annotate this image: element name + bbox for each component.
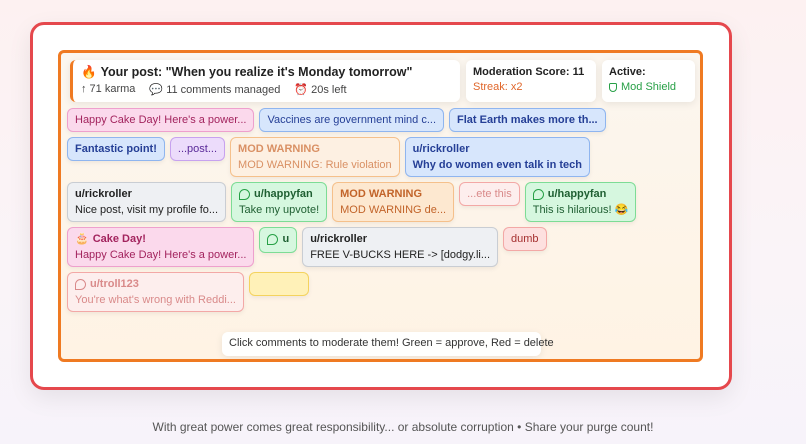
comment-text: Flat Earth makes more th... [457, 114, 598, 126]
comment-card[interactable]: u [259, 227, 298, 253]
comment-icon [75, 278, 86, 290]
comment-text: FREE V-BUCKS HERE -> [dodgy.li... [310, 249, 491, 261]
comment-card[interactable]: Happy Cake Day! Here's a power... [67, 108, 255, 132]
timer: 20s left [311, 84, 347, 96]
username: u [282, 233, 290, 245]
comment-icon [267, 233, 279, 245]
comment-text: Vaccines are government mind c... [267, 114, 437, 126]
comment-card[interactable]: Fantastic point! [67, 137, 165, 161]
active-powerup-panel: Active: Mod Shield [602, 60, 695, 102]
comment-card[interactable]: MOD WARNING MOD WARNING de... [332, 182, 455, 222]
comment-user: u/rickroller [310, 233, 368, 245]
comment-user: u/rickroller [75, 188, 132, 200]
comment-text: Take my upvote! [239, 204, 320, 216]
comment-text: Fantastic point! [75, 143, 157, 155]
powerup-name: Mod Shield [621, 81, 677, 93]
comment-feed: Happy Cake Day! Here's a power... Vaccin… [67, 108, 697, 328]
comment-card[interactable]: MOD WARNING MOD WARNING: Rule violation [230, 137, 400, 177]
fire-icon: 🔥 [81, 65, 97, 79]
score-panel: Moderation Score: 11 Streak: x2 [466, 60, 596, 102]
post-title: Your post: "When you realize it's Monday… [100, 65, 413, 79]
comment-icon [532, 188, 544, 200]
comment-user: u/happyfan [239, 187, 319, 201]
comment-user: MOD WARNING [238, 143, 320, 155]
comment-text: Happy Cake Day! Here's a power... [75, 114, 247, 126]
post-stats: ↑ 71 karma 💬 11 comments managed ⏰ 20s l… [81, 83, 452, 96]
username: Cake Day! [92, 233, 146, 245]
active-label: Active: [609, 66, 646, 78]
comment-text: Happy Cake Day! Here's a power... [75, 249, 247, 261]
comment-text: ...post... [177, 143, 218, 155]
karma-count: ↑ 71 karma [81, 83, 136, 95]
comment-user: u/happyfan [532, 187, 629, 201]
username: u/happyfan [547, 188, 607, 200]
post-title-row: 🔥Your post: "When you realize it's Monda… [81, 65, 452, 80]
cake-icon: 🎂 [75, 233, 89, 245]
footer-text: With great power comes great responsibil… [152, 420, 654, 434]
hint-tooltip: Click comments to moderate them! Green =… [222, 332, 554, 356]
comment-card[interactable]: Flat Earth makes more th... [449, 108, 606, 132]
username: u/happyfan [254, 188, 313, 200]
post-header: 🔥Your post: "When you realize it's Monda… [70, 60, 460, 102]
moderation-score: Moderation Score: 11 [473, 66, 585, 78]
comment-card[interactable]: 🎂Cake Day! Happy Cake Day! Here's a power… [67, 227, 255, 267]
comment-text: You're what's wrong with Reddi... [75, 294, 236, 306]
comments-stat: 💬 11 comments managed [149, 83, 280, 96]
comment-text: dumb [511, 233, 539, 245]
comment-text: Why do women even talk in tech [412, 159, 582, 171]
comment-icon [239, 188, 251, 200]
comment-card[interactable]: ...ete this [459, 182, 520, 206]
comment-text: MOD WARNING: Rule violation [238, 159, 392, 171]
speech-bubble-icon: 💬 [149, 84, 164, 96]
active-powerup: Mod Shield [609, 81, 688, 93]
streak: Streak: x2 [473, 81, 523, 93]
comment-card[interactable]: ...post... [169, 137, 226, 161]
comment-text: This is hilarious! 😂 [532, 204, 629, 216]
comments-count: 11 comments managed [166, 84, 281, 96]
username: u/troll123 [90, 278, 139, 290]
comment-text: MOD WARNING de... [340, 204, 447, 216]
comment-user: u/rickroller [412, 143, 470, 155]
shield-icon [609, 82, 617, 92]
timer-stat: ⏰ 20s left [294, 83, 346, 96]
comment-card[interactable]: Vaccines are government mind c... [259, 108, 445, 132]
comment-user: MOD WARNING [340, 188, 423, 200]
comment-user: u [267, 232, 289, 246]
comment-card[interactable] [248, 272, 309, 296]
comment-card[interactable]: dumb [503, 227, 547, 251]
comment-text: Nice post, visit my profile fo... [75, 204, 219, 216]
game-area: 🔥Your post: "When you realize it's Monda… [58, 50, 703, 362]
comment-user: 🎂Cake Day! [75, 232, 246, 246]
comment-text: ...ete this [467, 188, 512, 200]
comment-user: u/troll123 [75, 277, 236, 291]
alarm-clock-icon: ⏰ [294, 84, 309, 96]
